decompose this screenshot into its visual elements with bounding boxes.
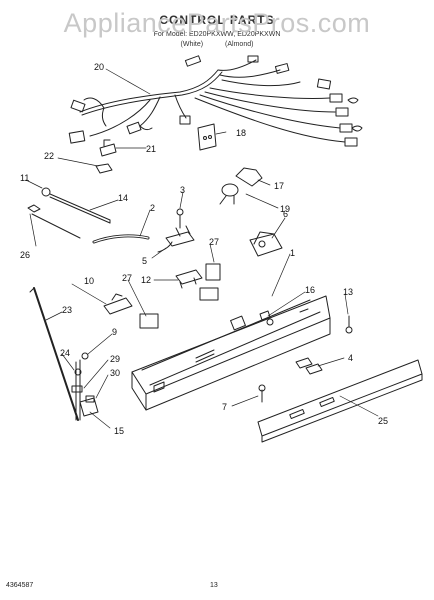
page-number: 13 bbox=[210, 582, 218, 589]
switch-12 bbox=[175, 269, 203, 289]
model-subtitle: For Model: ED20PKXWW, ED20PKXWN bbox=[153, 31, 281, 38]
model-variants: (White) (Almond) bbox=[0, 41, 434, 48]
leader-lines bbox=[25, 68, 379, 429]
document-number: 4364587 bbox=[6, 582, 34, 589]
insulation-27c bbox=[139, 313, 159, 329]
screw-13 bbox=[345, 315, 353, 334]
callout-22: 22 bbox=[44, 151, 54, 161]
callout-26: 26 bbox=[20, 250, 30, 260]
screw-3 bbox=[176, 208, 184, 229]
callout-18: 18 bbox=[236, 128, 246, 138]
callout-29: 29 bbox=[110, 354, 120, 364]
callout-20: 20 bbox=[94, 62, 104, 72]
insulation-27b bbox=[199, 287, 219, 301]
callout-6: 6 bbox=[283, 209, 288, 219]
callout-9: 9 bbox=[112, 327, 117, 337]
screw-7 bbox=[258, 384, 266, 403]
callout-27b: 27 bbox=[122, 273, 132, 283]
variant-almond: (Almond) bbox=[225, 41, 254, 48]
callout-24: 24 bbox=[60, 348, 70, 358]
callout-4: 4 bbox=[348, 353, 353, 363]
rod-23 bbox=[33, 287, 79, 421]
callout-3: 3 bbox=[180, 185, 185, 195]
callout-27a: 27 bbox=[209, 237, 219, 247]
clip-22 bbox=[95, 163, 113, 174]
bracket-4 bbox=[295, 357, 323, 375]
callout-10: 10 bbox=[84, 276, 94, 286]
callout-5: 5 bbox=[142, 256, 147, 266]
callout-21: 21 bbox=[146, 144, 156, 154]
insulation-27 bbox=[205, 263, 221, 281]
wire-harness bbox=[68, 55, 363, 147]
callout-11: 11 bbox=[20, 173, 29, 183]
thermostat bbox=[249, 231, 283, 257]
knob-15 bbox=[79, 397, 99, 417]
sensor-tube bbox=[27, 187, 111, 239]
callout-23: 23 bbox=[62, 305, 72, 315]
callout-19: 19 bbox=[280, 204, 290, 214]
callout-12: 12 bbox=[141, 275, 151, 285]
callout-1: 1 bbox=[290, 248, 295, 258]
page-title: CONTROL PARTS bbox=[159, 13, 275, 27]
lamp-socket bbox=[219, 167, 263, 205]
callout-15: 15 bbox=[114, 426, 124, 436]
switch-5 bbox=[157, 225, 195, 253]
control-panel bbox=[257, 359, 423, 443]
callout-30: 30 bbox=[110, 368, 120, 378]
clip-21 bbox=[99, 139, 117, 157]
variant-white: (White) bbox=[180, 41, 204, 48]
switch-plate bbox=[197, 123, 217, 151]
watermark: AppliancePartsPros.com bbox=[63, 8, 371, 38]
callout-14: 14 bbox=[118, 193, 128, 203]
control-housing bbox=[131, 295, 331, 411]
switch-10 bbox=[103, 293, 133, 315]
callout-7: 7 bbox=[222, 402, 227, 412]
callout-2: 2 bbox=[150, 203, 155, 213]
callout-13: 13 bbox=[343, 287, 353, 297]
callout-16: 16 bbox=[305, 285, 315, 295]
callout-17: 17 bbox=[274, 181, 284, 191]
callout-25: 25 bbox=[378, 416, 388, 426]
